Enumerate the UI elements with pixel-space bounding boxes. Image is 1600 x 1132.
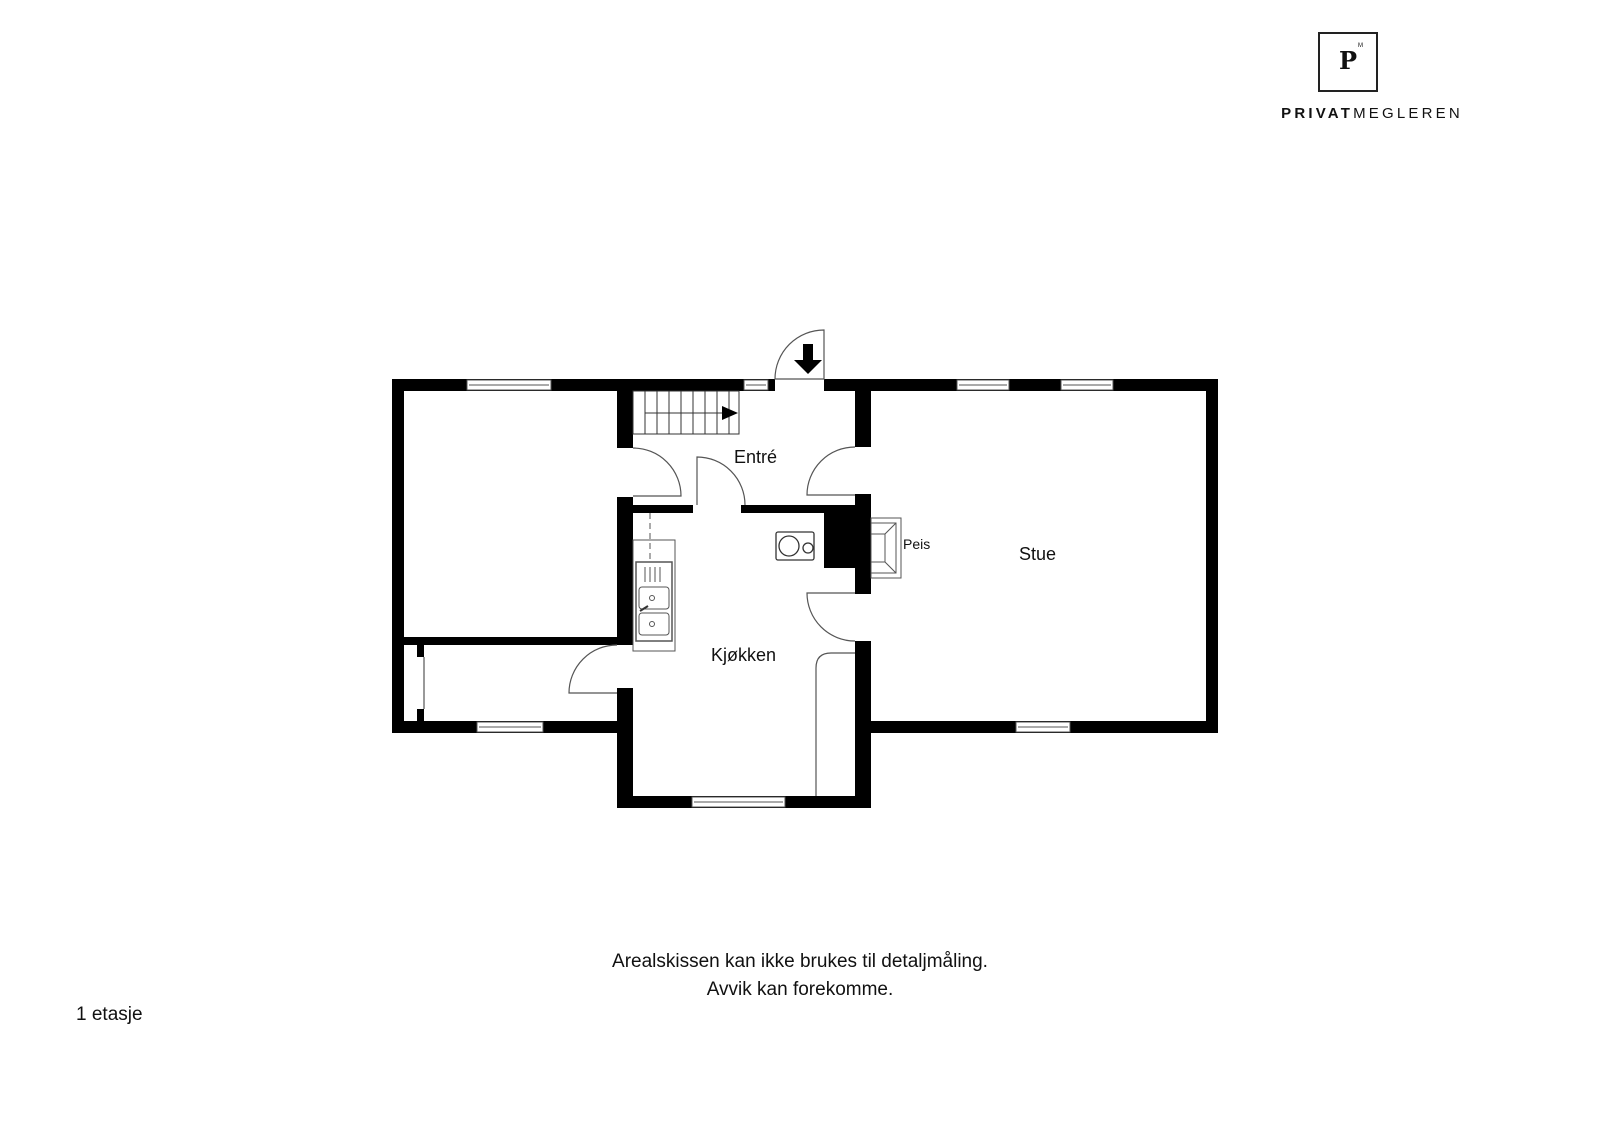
- brand-name: PRIVATMEGLEREN: [1272, 105, 1472, 122]
- walls: [392, 379, 1218, 808]
- floor-label: 1 etasje: [76, 1004, 143, 1025]
- logo-mark: P M: [1318, 32, 1378, 92]
- kitchen-counter: [632, 513, 676, 652]
- brand-name-bold: PRIVAT: [1281, 105, 1354, 122]
- disclaimer-line-1: Arealskissen kan ikke brukes til detaljm…: [612, 951, 988, 972]
- stair-arrow-icon: [722, 406, 738, 420]
- logo-letter: P: [1338, 46, 1358, 75]
- brand-name-light: MEGLEREN: [1353, 105, 1463, 122]
- room-label-living-room: Stue: [1019, 544, 1057, 564]
- entry-arrow-icon: [794, 344, 822, 374]
- door-swings: [423, 329, 856, 796]
- room-label-kitchen: Kjøkken: [711, 645, 777, 665]
- windows: [466, 379, 1114, 808]
- disclaimer: Arealskissen kan ikke brukes til detaljm…: [480, 948, 1120, 1004]
- stove: [775, 531, 815, 561]
- fireplace: [870, 517, 902, 579]
- disclaimer-line-2: Avvik kan forekomme.: [706, 979, 894, 1000]
- room-label-fireplace: Peis: [903, 536, 931, 552]
- logo-superscript: M: [1358, 43, 1363, 49]
- room-label-entrance: Entré: [734, 447, 778, 467]
